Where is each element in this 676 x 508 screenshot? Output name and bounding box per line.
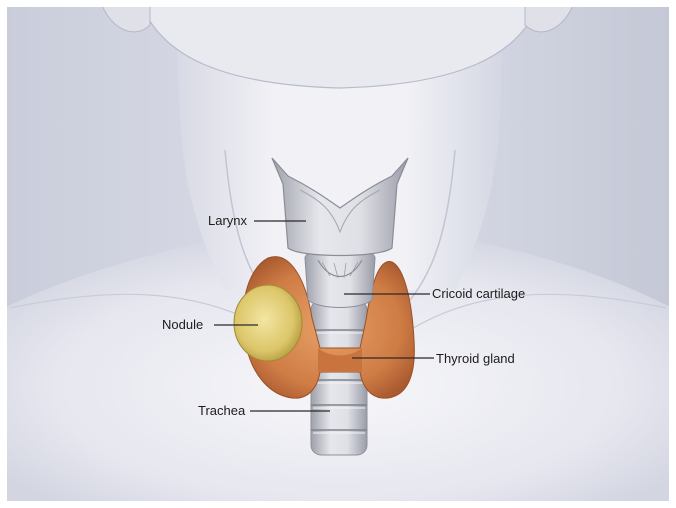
nodule-label: Nodule — [162, 317, 203, 333]
thyroid-label: Thyroid gland — [436, 351, 515, 367]
larynx-label: Larynx — [208, 213, 247, 229]
trachea-label: Trachea — [198, 403, 245, 419]
nodule — [234, 285, 302, 361]
cricoid-label: Cricoid cartilage — [432, 286, 525, 302]
trachea — [311, 300, 367, 455]
cricoid-cartilage — [305, 249, 375, 308]
